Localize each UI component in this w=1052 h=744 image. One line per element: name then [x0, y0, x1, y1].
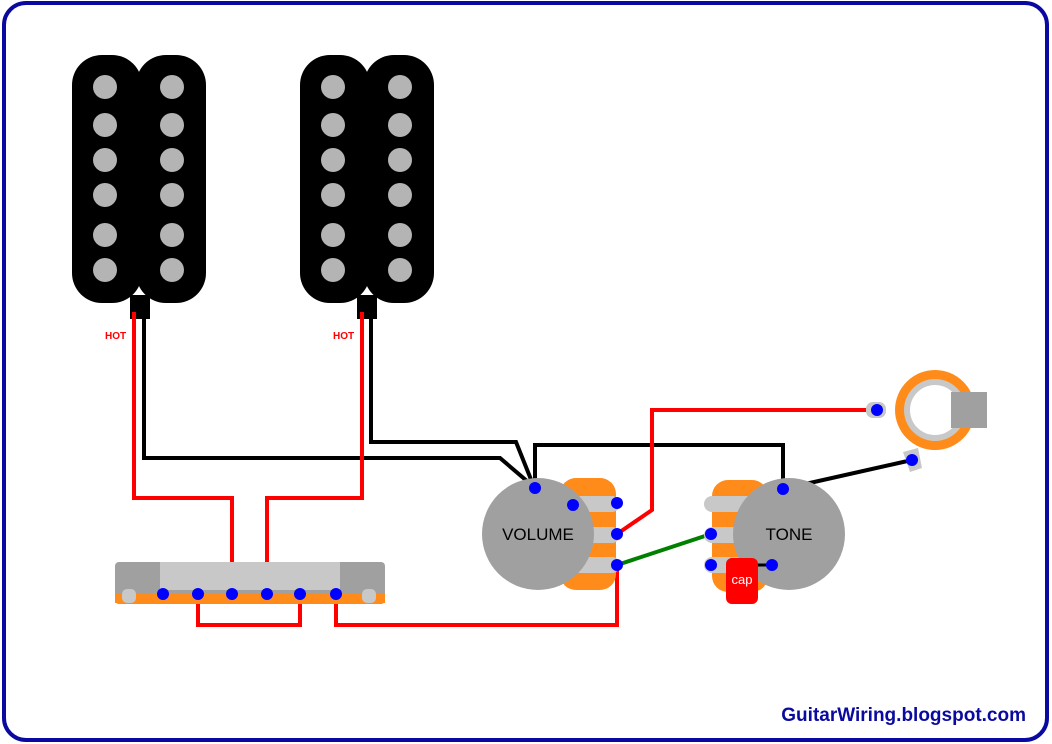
solder-point	[330, 588, 342, 600]
solder-point	[529, 482, 541, 494]
solder-point	[294, 588, 306, 600]
switch-output-wire	[334, 565, 619, 627]
pole-pieces	[321, 75, 412, 282]
tone-capacitor: cap	[726, 558, 772, 604]
solder-point	[766, 559, 778, 571]
solder-point	[906, 454, 918, 466]
solder-point	[567, 499, 579, 511]
bridge-hot-wire	[265, 312, 364, 594]
output-hot-wire	[615, 408, 877, 536]
neck-hot-wire	[132, 312, 234, 594]
tone-pot: TONE	[704, 478, 845, 592]
neck-ground-wire	[142, 312, 536, 489]
pickup-bridge-humbucker	[300, 55, 434, 319]
tone-label: TONE	[766, 525, 813, 544]
volume-label: VOLUME	[502, 525, 574, 544]
solder-point	[157, 588, 169, 600]
solder-point	[705, 559, 717, 571]
output-jack	[866, 370, 987, 472]
volume-pot: VOLUME	[482, 478, 620, 590]
bridge-ground-wire	[369, 312, 536, 488]
hot-label-bridge: HOT	[333, 331, 354, 342]
switch-jumper-wire	[196, 594, 302, 627]
solder-point	[777, 483, 789, 495]
solder-point	[226, 588, 238, 600]
solder-point	[261, 588, 273, 600]
solder-point	[611, 528, 623, 540]
solder-point	[705, 528, 717, 540]
solder-points	[157, 404, 918, 600]
solder-point	[611, 497, 623, 509]
solder-point	[611, 559, 623, 571]
pickup-neck-humbucker	[72, 55, 206, 319]
ground-bus-wire	[533, 443, 785, 489]
tone-wire	[616, 532, 712, 567]
cap-label: cap	[732, 572, 753, 587]
hot-label-neck: HOT	[105, 331, 126, 342]
credit-text: GuitarWiring.blogspot.com	[781, 705, 1026, 726]
solder-point	[871, 404, 883, 416]
selector-switch	[115, 562, 385, 604]
pole-pieces	[93, 75, 184, 282]
solder-point	[192, 588, 204, 600]
